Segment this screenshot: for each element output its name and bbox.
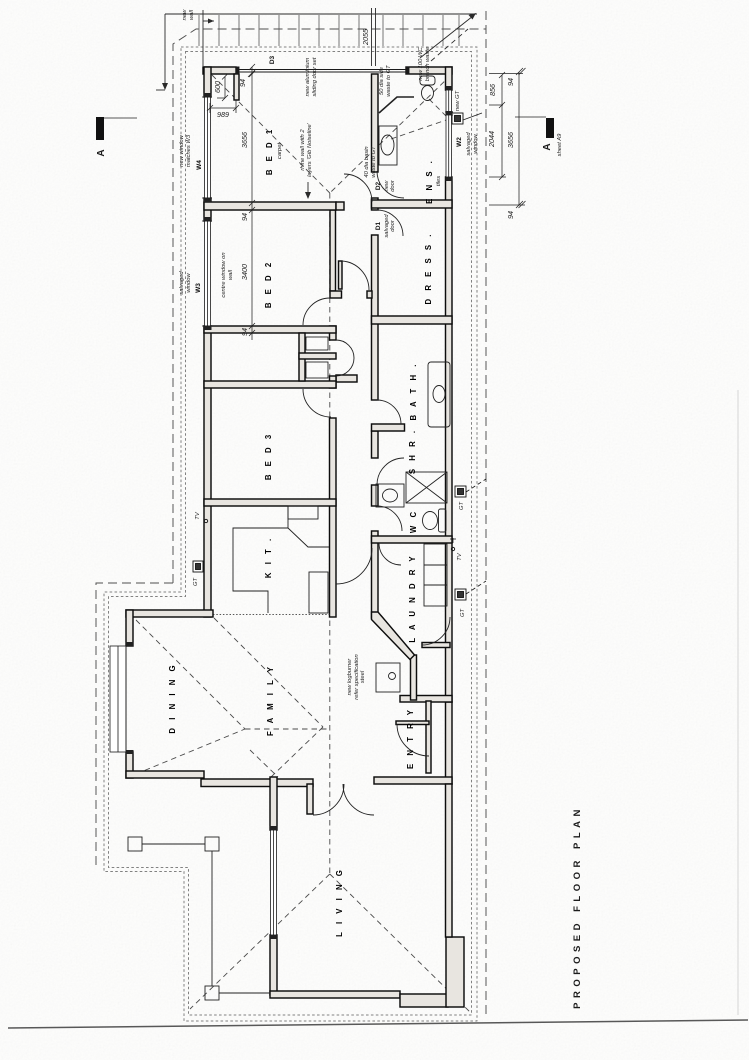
svg-text:W C: W C (409, 509, 418, 533)
svg-text:new window: new window (179, 134, 185, 166)
svg-text:layers 'Gib Noiseline': layers 'Gib Noiseline' (307, 122, 313, 177)
svg-text:PROPOSED FLOOR PLAN: PROPOSED FLOOR PLAN (572, 805, 583, 1009)
svg-text:sliding door set: sliding door set (312, 57, 318, 96)
svg-text:door: door (390, 219, 396, 232)
svg-text:94: 94 (240, 328, 249, 336)
svg-text:S H R .: S H R . (408, 428, 417, 474)
svg-text:D R E S S .: D R E S S . (424, 232, 433, 305)
svg-text:sheet A9: sheet A9 (557, 133, 563, 156)
svg-text:3656: 3656 (506, 132, 515, 148)
svg-text:matches W3: matches W3 (186, 134, 192, 167)
svg-text:B E D 3: B E D 3 (264, 432, 273, 480)
svg-text:A: A (96, 149, 107, 156)
svg-text:wall: wall (189, 9, 195, 20)
svg-text:94: 94 (506, 211, 515, 219)
svg-text:new logburner: new logburner (347, 658, 353, 696)
svg-text:new 100 WC: new 100 WC (418, 47, 424, 81)
svg-text:refer specification: refer specification (354, 654, 360, 699)
svg-text:new: new (384, 180, 390, 191)
svg-text:W3: W3 (195, 283, 202, 293)
svg-text:E N S .: E N S . (425, 158, 434, 204)
svg-text:W2: W2 (456, 137, 463, 147)
svg-text:window: window (473, 134, 479, 154)
svg-text:steel: steel (360, 670, 366, 683)
svg-text:A: A (542, 143, 553, 150)
svg-text:600: 600 (213, 81, 222, 93)
svg-text:new aluminium: new aluminium (305, 58, 311, 97)
svg-text:D I N I N G: D I N I N G (168, 662, 177, 733)
svg-text:waste to GT: waste to GT (386, 65, 392, 97)
svg-text:waste to GT: waste to GT (371, 146, 377, 178)
svg-text:989: 989 (217, 110, 229, 119)
svg-text:D3: D3 (269, 55, 276, 64)
svg-text:B E D 1: B E D 1 (265, 127, 274, 175)
svg-text:door: door (390, 179, 396, 192)
svg-text:TV: TV (195, 511, 201, 520)
svg-text:tiles: tiles (436, 176, 442, 186)
svg-text:D1: D1 (375, 221, 382, 230)
svg-text:94: 94 (238, 79, 247, 87)
svg-text:salvaged: salvaged (466, 132, 472, 156)
svg-text:carpet: carpet (277, 143, 283, 160)
svg-text:E N T R Y: E N T R Y (406, 707, 415, 769)
svg-text:3400: 3400 (240, 264, 249, 280)
svg-text:branch waste: branch waste (425, 46, 431, 81)
svg-text:GT: GT (459, 502, 465, 511)
svg-text:40 dia basin: 40 dia basin (364, 146, 370, 177)
svg-text:L I V I N G: L I V I N G (335, 867, 344, 937)
svg-text:94: 94 (240, 213, 249, 221)
svg-text:94: 94 (506, 78, 515, 86)
svg-text:F A M I L Y: F A M I L Y (266, 664, 275, 736)
svg-text:window: window (186, 273, 192, 293)
svg-text:salvaged: salvaged (179, 271, 185, 295)
svg-text:856: 856 (488, 84, 497, 96)
svg-text:wall: wall (228, 269, 234, 280)
svg-text:salvaged: salvaged (384, 214, 390, 238)
svg-text:B A T H .: B A T H . (409, 362, 418, 421)
svg-text:L A U N D R Y: L A U N D R Y (408, 553, 417, 642)
svg-text:50 dia side: 50 dia side (379, 66, 385, 95)
svg-text:3656: 3656 (240, 132, 249, 148)
svg-text:D2: D2 (375, 181, 382, 190)
svg-text:B E D 2: B E D 2 (264, 260, 273, 308)
svg-text:new: new (182, 9, 188, 20)
svg-text:2044: 2044 (487, 131, 496, 148)
svg-text:K I T .: K I T . (264, 536, 273, 578)
svg-text:W4: W4 (196, 160, 203, 170)
svg-text:rhine wall with 2: rhine wall with 2 (300, 129, 306, 171)
svg-text:TV: TV (457, 552, 463, 561)
svg-text:centre window on: centre window on (221, 252, 227, 297)
svg-text:GT: GT (460, 609, 466, 618)
svg-text:GT: GT (193, 578, 199, 587)
svg-text:2055: 2055 (361, 28, 370, 46)
svg-text:new GT: new GT (455, 90, 461, 111)
